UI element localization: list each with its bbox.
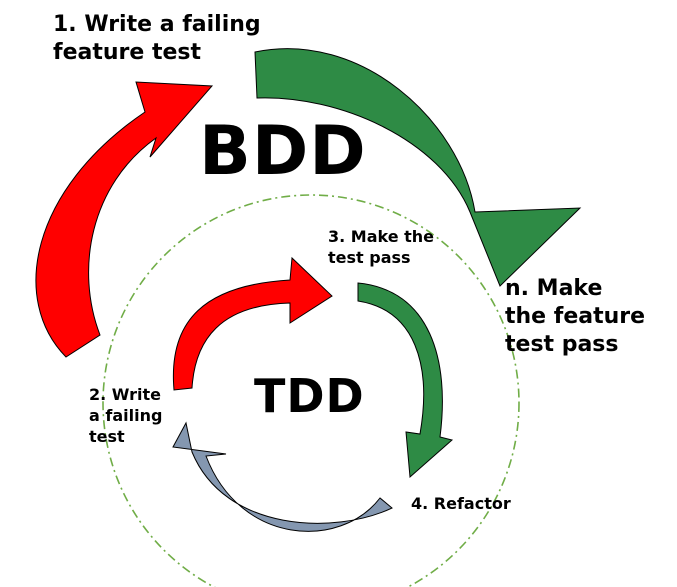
make-test-pass-arrow — [357, 282, 454, 479]
step-2-line-2: a failing — [89, 406, 163, 425]
make-feature-test-pass-arrow — [254, 48, 582, 287]
step-3-line-2: test pass — [328, 248, 411, 267]
step-n-label: n. Make the feature test pass — [505, 275, 645, 359]
step-n-line-1: n. Make — [505, 276, 603, 301]
step-n-line-2: the feature — [505, 304, 646, 329]
step-2-label: 2. Write a failing test — [89, 384, 162, 447]
tdd-cycle-circle — [102, 194, 520, 587]
step-1-line-1: 1. Write a failing — [53, 12, 261, 37]
write-failing-test-arrow — [172, 256, 333, 391]
step-3-label: 3. Make the test pass — [328, 226, 434, 268]
step-1-label: 1. Write a failing feature test — [53, 11, 261, 67]
refactor-arrow — [172, 421, 393, 532]
step-2-line-3: test — [89, 427, 125, 446]
step-1-line-2: feature test — [53, 40, 201, 65]
bdd-title: BDD — [199, 112, 367, 191]
step-4-label: 4. Refactor — [411, 494, 511, 513]
write-feature-test-arrow — [35, 81, 214, 358]
step-3-line-1: 3. Make the — [328, 227, 435, 246]
step-2-line-1: 2. Write — [89, 385, 162, 404]
tdd-title: TDD — [254, 369, 365, 423]
step-n-line-3: test pass — [505, 332, 619, 357]
